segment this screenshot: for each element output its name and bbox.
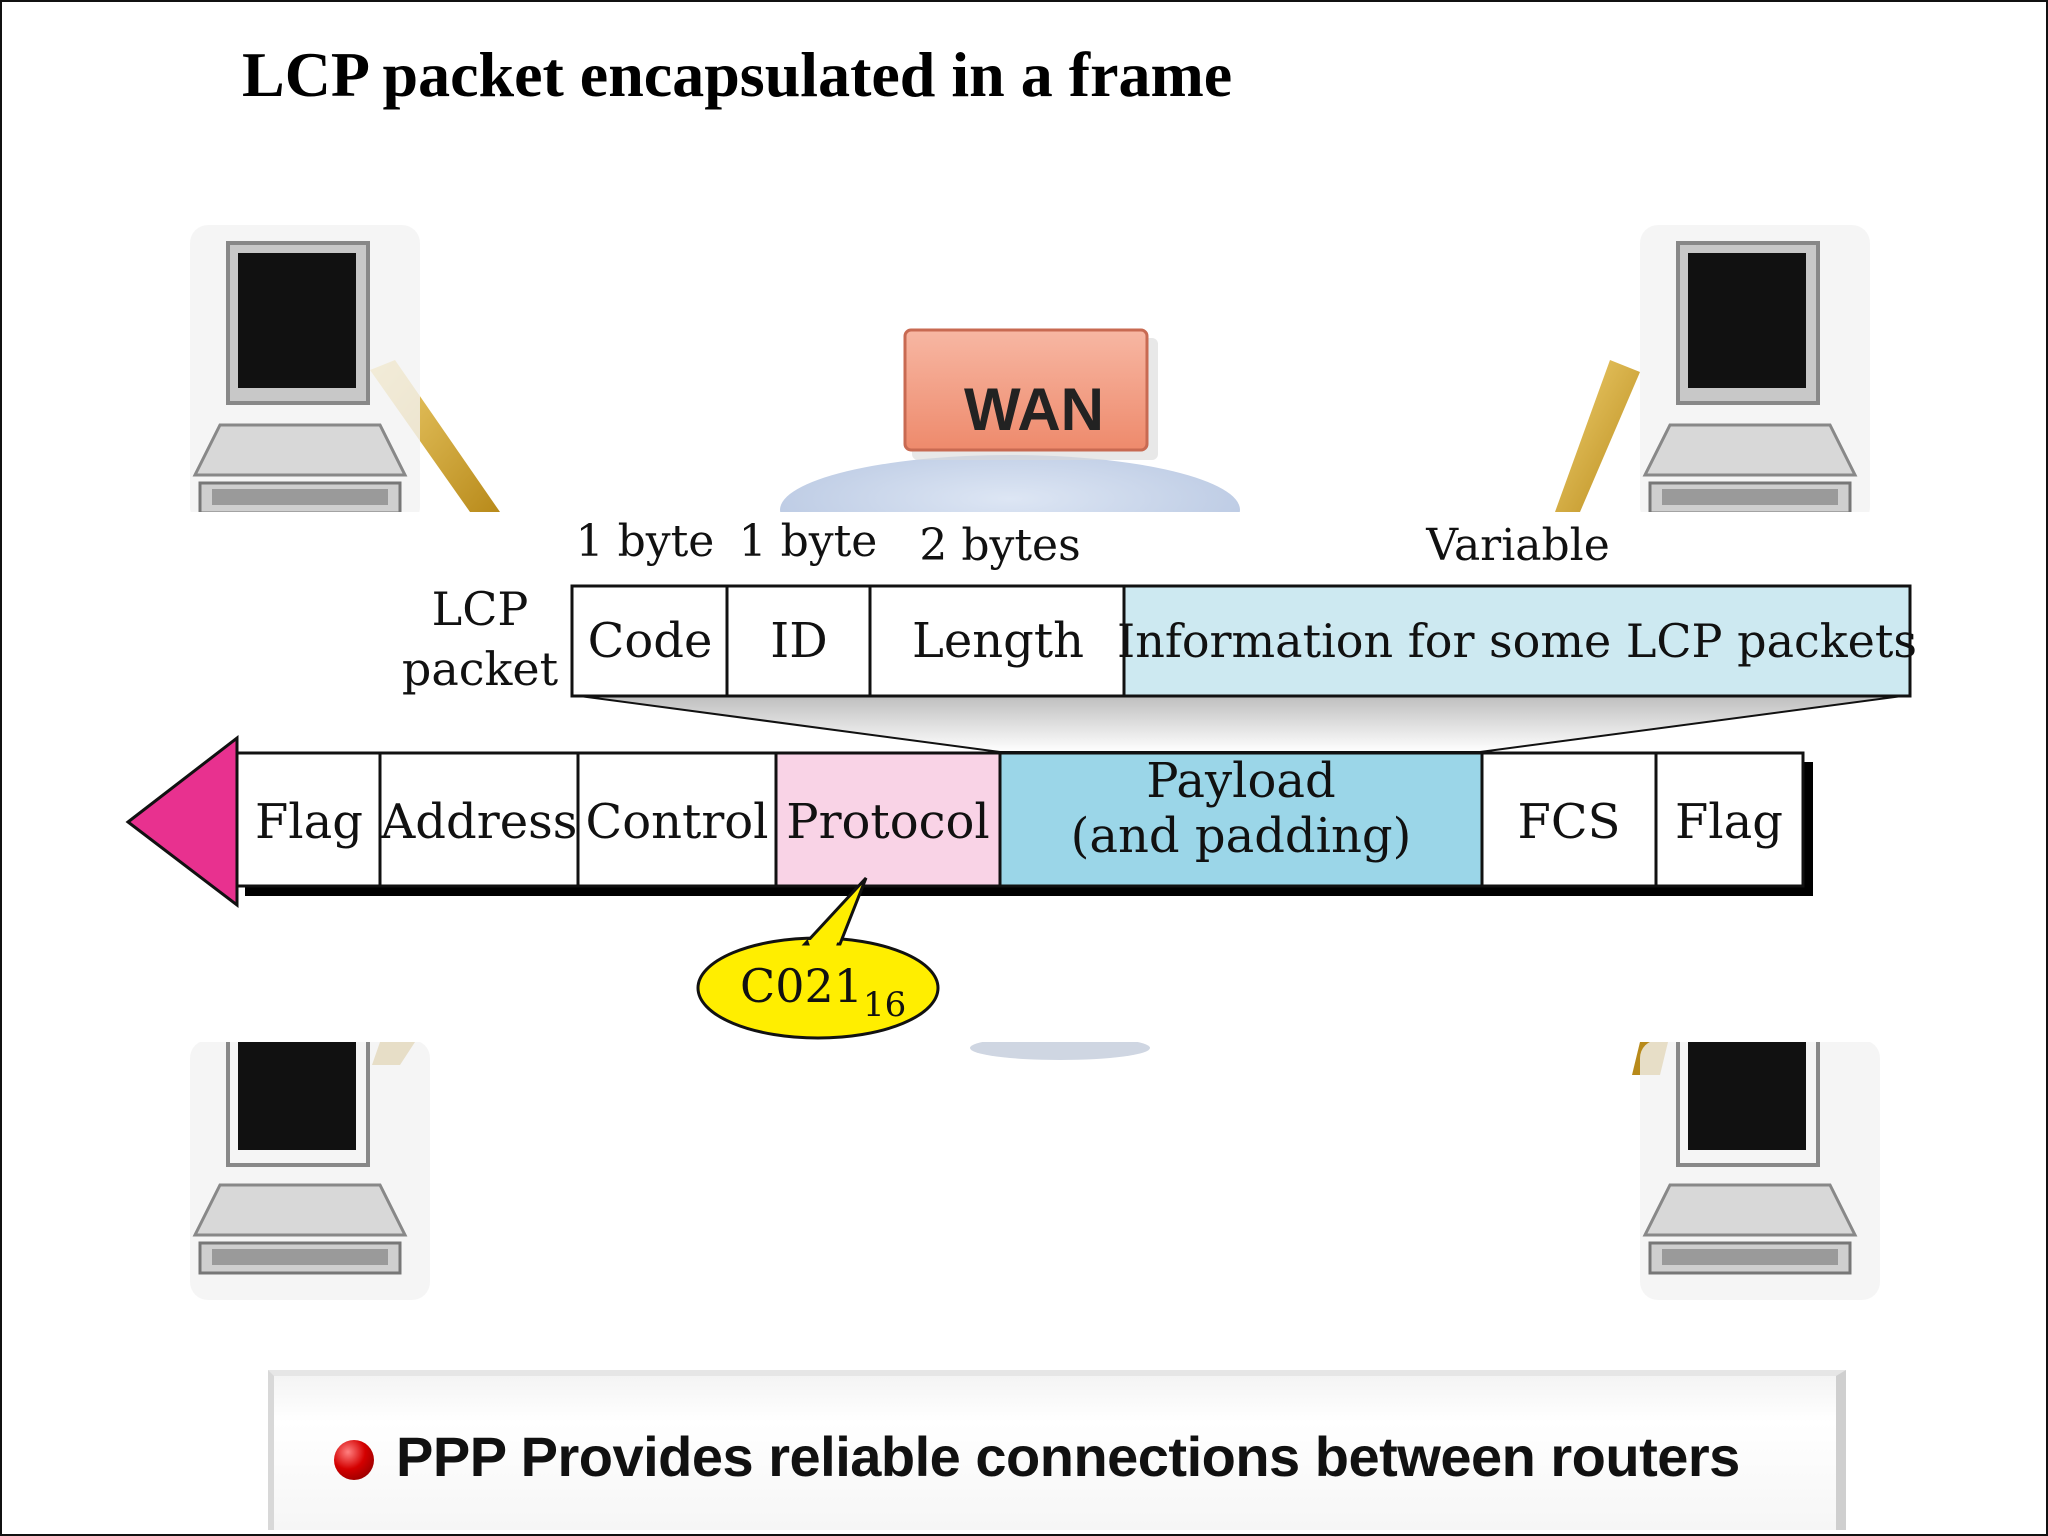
lcp-field-information [1122,584,1912,698]
direction-arrow [125,734,239,909]
protocol-value-callout [696,876,940,1040]
computer-icon [190,1038,430,1300]
frame-control-label: Control [585,794,768,850]
size-label-code: 1 byte [576,516,715,567]
frame-field-fcs [1480,751,1658,888]
lcp-field-info-label: Information for some LCP packets [1117,614,1917,668]
frame-address-label: Address [380,794,578,850]
size-label-id: 1 byte [739,516,878,567]
lcp-label-line1: LCP [432,582,529,636]
wan-label: WAN [964,376,1104,443]
lcp-field-length-label: Length [912,613,1084,669]
bullet-icon [334,1440,374,1480]
frame-flag-end-label: Flag [1675,794,1783,850]
lcp-field-code-label: Code [588,613,713,669]
lcp-field-id-label: ID [770,613,827,669]
wan-box [903,328,1158,460]
size-label-info: Variable [1425,520,1610,571]
frame-field-flag-end [1654,751,1805,888]
frame-protocol-label: Protocol [786,794,989,850]
lcp-field-id [725,584,872,698]
frame-field-protocol [774,751,1002,888]
page-title: LCP packet encapsulated in a frame [242,39,1233,110]
ppp-frame [235,751,1805,888]
frame-flag-start-label: Flag [255,794,363,850]
expansion-trapezoid [571,694,1911,753]
size-label-length: 2 bytes [919,520,1080,571]
frame-payload-sublabel: (and padding) [1071,808,1412,864]
caption-box: PPP Provides reliable connections betwee… [268,1370,1846,1530]
lcp-label-line2: packet [402,642,559,696]
computer-icon [1640,225,1870,525]
lcp-field-length [868,584,1126,698]
computer-icon [1640,1038,1880,1300]
frame-field-address [378,751,580,888]
caption-text: PPP Provides reliable connections betwee… [396,1425,1740,1488]
frame-payload-label: Payload [1146,753,1335,809]
computer-icon [190,225,420,525]
frame-field-control [576,751,778,888]
protocol-value-text: C02116 [740,959,906,1025]
frame-fcs-label: FCS [1518,794,1621,850]
lcp-field-code [570,584,729,698]
lcp-packet [570,584,1912,698]
